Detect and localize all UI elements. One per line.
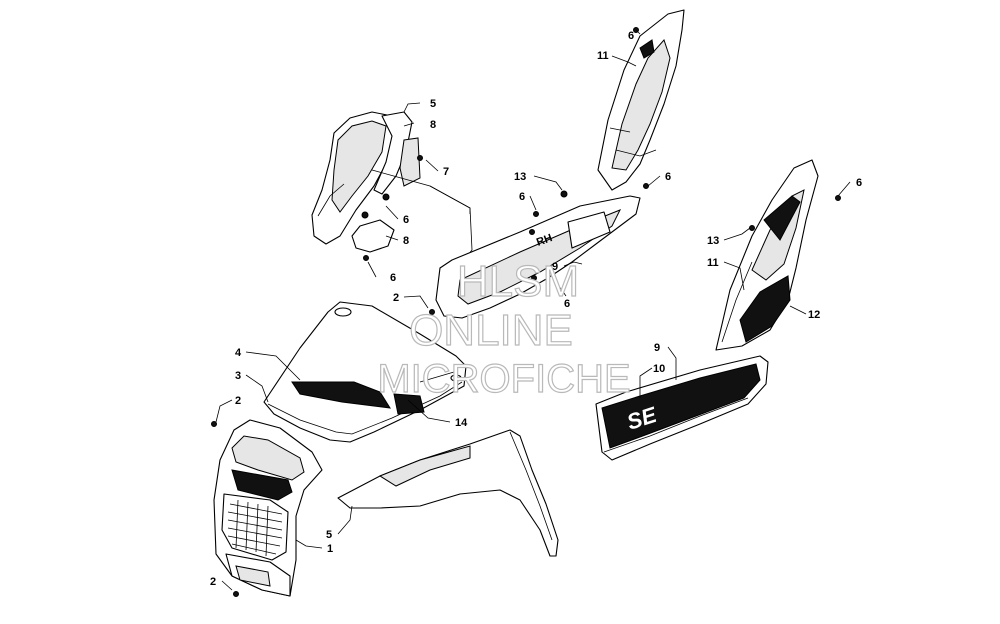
callout-6-far-right: 6: [856, 177, 862, 189]
long-side-rail-rh: RH: [435, 195, 641, 319]
callout-6-right-rail: 6: [665, 171, 671, 183]
callout-11-top: 11: [597, 50, 609, 62]
side-panel-rh-lower: SE: [595, 355, 769, 461]
callout-6-lower-left: 6: [390, 272, 396, 284]
callout-2-bottom: 2: [210, 576, 216, 588]
front-grille: [213, 419, 323, 597]
watermark-line-1: HLSM: [457, 257, 579, 306]
tall-side-rail-center: [597, 9, 685, 191]
watermark: HLSM ONLINE MICROFICHE: [377, 256, 632, 401]
svg-text:RH: RH: [535, 232, 554, 249]
callout-2-upper: 2: [393, 292, 399, 304]
callout-6-rail-inner: 6: [519, 191, 525, 203]
front-fender: [337, 429, 559, 557]
callout-6-top: 6: [628, 30, 634, 42]
callout-6-mid-left: 6: [403, 214, 409, 226]
callout-8-mid: 8: [403, 235, 409, 247]
callout-1: 1: [327, 543, 333, 555]
callout-4: 4: [235, 347, 242, 359]
callout-3: 3: [235, 370, 241, 382]
leader-lines: [215, 29, 851, 591]
callout-12: 12: [808, 309, 820, 321]
callout-labels: 6 11 5 8 7 6 8 6 13 6 6 9 6 2 6 13 11 12…: [210, 30, 862, 588]
side-cover-assembly-upper: [311, 111, 473, 273]
fasteners: [211, 27, 841, 597]
watermark-line-2: ONLINE: [409, 306, 573, 355]
grille-mesh: [227, 499, 283, 557]
callout-13-right: 13: [707, 235, 719, 247]
callout-10: 10: [653, 363, 665, 375]
watermark-line-3: MICROFICHE: [377, 357, 630, 401]
side-panel-rh-upper: [715, 159, 819, 351]
callout-2-left: 2: [235, 395, 241, 407]
callout-14: 14: [455, 417, 468, 429]
callout-5-bottom: 5: [326, 529, 332, 541]
callout-6-center: 6: [564, 298, 570, 310]
callout-9-right: 9: [654, 342, 660, 354]
callout-13-mid: 13: [514, 171, 526, 183]
callout-11-right: 11: [707, 257, 719, 269]
callout-8-top: 8: [430, 119, 436, 131]
callout-7: 7: [443, 166, 449, 178]
callout-9-mid: 9: [552, 261, 558, 273]
callout-5-top: 5: [430, 98, 436, 110]
